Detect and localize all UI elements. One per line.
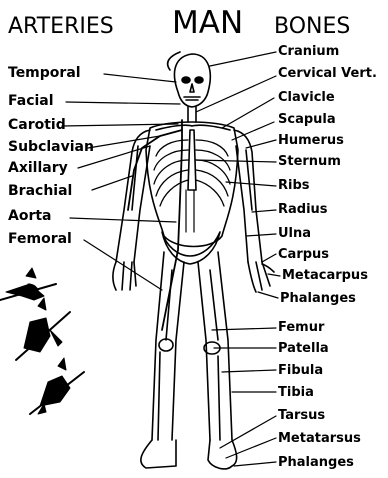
artery-label-femoral: Femoral <box>8 232 72 247</box>
witch-2 <box>16 298 70 360</box>
artery-label-aorta: Aorta <box>8 209 52 224</box>
bone-label-femur: Femur <box>278 320 324 335</box>
bone-label-cervical: Cervical Vert. <box>278 66 377 81</box>
artery-label-facial: Facial <box>8 94 54 109</box>
artery-label-brachial: Brachial <box>8 184 72 199</box>
left-leg-drawing <box>141 252 184 468</box>
witch-silhouettes <box>0 268 84 414</box>
bone-label-phalanges-hand: Phalanges <box>280 291 356 306</box>
bone-label-phalanges-foot: Phalanges <box>278 455 354 470</box>
sternum-drawing <box>188 130 196 190</box>
skull-drawing <box>168 52 211 107</box>
bone-label-carpus: Carpus <box>278 247 329 262</box>
bone-label-tibia: Tibia <box>278 385 314 400</box>
ribs-drawing <box>154 140 230 206</box>
right-leg-drawing <box>198 252 237 469</box>
man-heading: MAN <box>172 8 243 39</box>
torso-outline <box>146 122 238 247</box>
bone-label-ulna: Ulna <box>278 226 311 241</box>
artery-label-carotid: Carotid <box>8 118 66 133</box>
bones-heading: BONES <box>274 16 350 38</box>
arteries-heading: ARTERIES <box>8 16 114 38</box>
artery-label-subclavian: Subclavian <box>8 140 94 155</box>
bone-label-metatarsus: Metatarsus <box>278 431 361 446</box>
bone-label-fibula: Fibula <box>278 363 323 378</box>
witch-3 <box>30 358 84 414</box>
bone-label-metacarpus: Metacarpus <box>282 268 368 283</box>
artery-label-axillary: Axillary <box>8 161 68 176</box>
bone-label-clavicle: Clavicle <box>278 90 335 105</box>
bone-label-scapula: Scapula <box>278 112 336 127</box>
bone-label-humerus: Humerus <box>278 133 344 148</box>
bone-label-ribs: Ribs <box>278 178 310 193</box>
bone-label-radius: Radius <box>278 202 328 217</box>
artery-label-temporal: Temporal <box>8 66 81 81</box>
bone-label-tarsus: Tarsus <box>278 408 325 423</box>
witch-1 <box>0 268 56 300</box>
spine-drawing <box>186 190 194 232</box>
pelvis-drawing <box>162 232 220 264</box>
bone-label-patella: Patella <box>278 341 329 356</box>
neck-drawing <box>188 107 196 122</box>
left-arm-drawing <box>113 130 150 290</box>
bone-label-cranium: Cranium <box>278 44 339 59</box>
artery-leader-lines <box>62 74 180 290</box>
bone-label-sternum: Sternum <box>278 154 341 169</box>
